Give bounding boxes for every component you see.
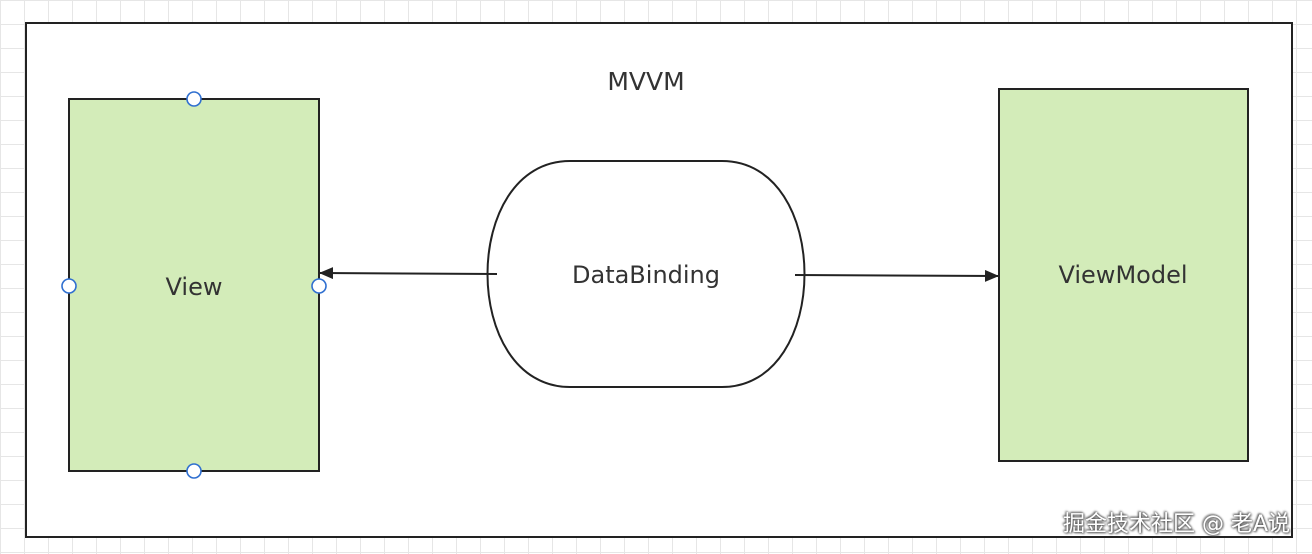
edge-databinding-to-viewmodel[interactable] <box>794 269 999 282</box>
view-node[interactable] <box>68 98 320 472</box>
watermark: 掘金技术社区 @ 老A说 <box>1062 512 1290 537</box>
view-handle-bottom[interactable] <box>186 463 202 479</box>
databinding-node[interactable] <box>486 160 806 388</box>
diagram-title: MVVM <box>607 67 684 96</box>
databinding-label: DataBinding <box>572 261 720 289</box>
edge-databinding-to-view[interactable] <box>319 267 498 280</box>
view-handle-top[interactable] <box>186 91 202 107</box>
view-handle-left[interactable] <box>61 278 77 294</box>
viewmodel-node[interactable] <box>998 88 1249 462</box>
viewmodel-label: ViewModel <box>1058 261 1187 289</box>
view-label: View <box>166 273 223 301</box>
view-handle-right[interactable] <box>311 278 327 294</box>
